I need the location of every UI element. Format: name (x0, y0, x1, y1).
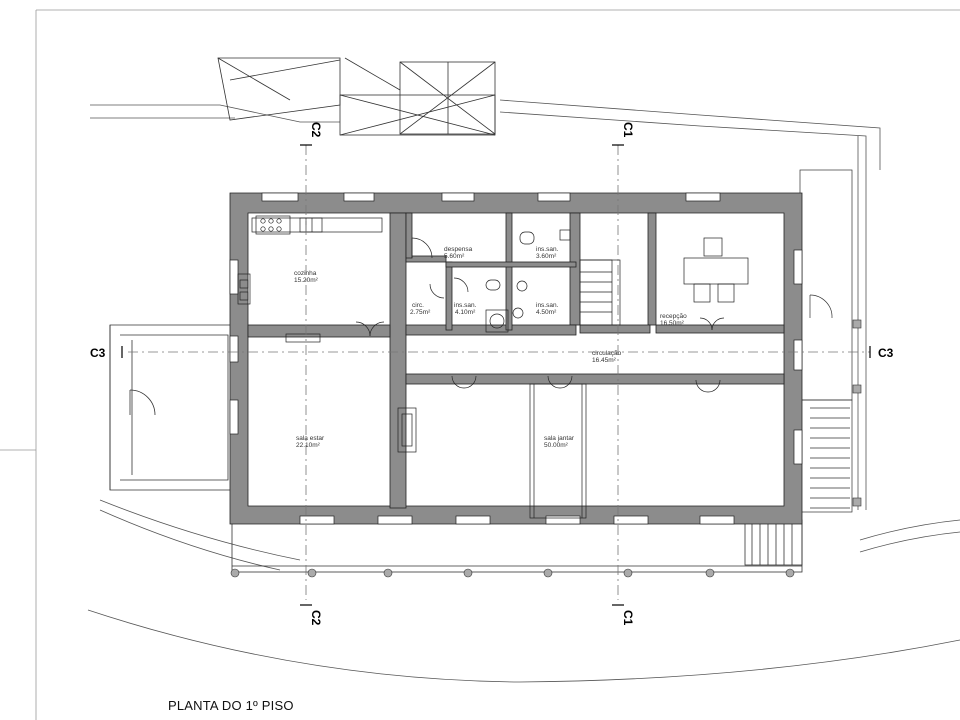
entrance-roof (217, 57, 496, 136)
section-label-c2-top: C2 (309, 122, 323, 138)
right-stair (799, 169, 853, 513)
room-labels: cozinha 15.20m² despensa 5.60m² ins.san.… (294, 246, 687, 449)
room-area-circulacao: 16.45m² (592, 357, 617, 364)
section-lines (128, 145, 870, 600)
section-label-c3-right: C3 (878, 346, 894, 360)
room-name-sala-jantar: sala jantar (544, 435, 575, 442)
section-markers (121, 144, 871, 606)
room-name-circ: circ. (412, 302, 424, 309)
room-area-recepcao: 16.50m² (660, 320, 685, 327)
room-area-ins-san-2: 4.10m² (455, 309, 476, 316)
room-name-ins-san-3: ins.san. (536, 302, 559, 309)
section-label-c1-top: C1 (621, 122, 635, 138)
exterior-walls (229, 192, 803, 525)
room-name-sala-estar: sala estar (296, 435, 325, 442)
bottom-terrace (231, 519, 803, 573)
room-area-sala-estar: 22.10m² (296, 442, 321, 449)
room-area-ins-san-1: 3.60m² (536, 253, 557, 260)
room-area-sala-jantar: 50.00m² (544, 442, 569, 449)
section-label-c3-left: C3 (90, 346, 106, 360)
section-label-c1-bottom: C1 (621, 610, 635, 626)
room-name-ins-san-1: ins.san. (536, 246, 559, 253)
room-name-ins-san-2: ins.san. (454, 302, 477, 309)
room-area-circ: 2.75m² (410, 309, 431, 316)
fixtures (237, 215, 749, 519)
drawing-title: PLANTA DO 1º PISO (168, 698, 294, 713)
section-label-c2-bottom: C2 (309, 610, 323, 626)
room-name-despensa: despensa (444, 246, 473, 253)
room-name-cozinha: cozinha (294, 270, 317, 277)
room-area-cozinha: 15.20m² (294, 277, 319, 284)
room-area-ins-san-3: 4.50m² (536, 309, 557, 316)
terrace-columns (230, 319, 862, 578)
windows (229, 192, 803, 525)
site-lines (87, 99, 960, 683)
room-name-circulacao: circulação (592, 350, 622, 357)
left-gallery (109, 324, 233, 491)
sheet-frame (0, 9, 960, 720)
room-area-despensa: 5.60m² (444, 253, 465, 260)
room-name-recepcao: recepção (660, 313, 687, 320)
